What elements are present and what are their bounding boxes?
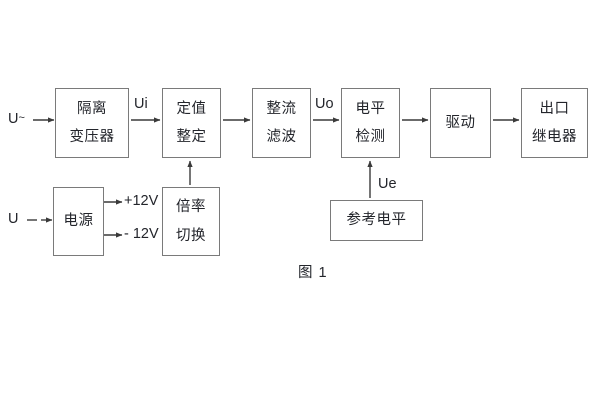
label-supply-negative: - 12V <box>124 226 159 242</box>
block-rectify-filter[interactable]: 整流 滤波 <box>252 88 311 158</box>
block-line: 出口 <box>539 100 570 117</box>
label-supply-positive: +12V <box>124 193 159 209</box>
block-line: 隔离 <box>77 100 107 117</box>
block-drive[interactable]: 驱动 <box>430 88 491 158</box>
block-line: 参考电平 <box>346 212 407 229</box>
label-input-ac: U~ <box>8 112 25 127</box>
block-line: 切换 <box>176 227 206 244</box>
figure-caption: 图 1 <box>298 265 328 281</box>
label-ue: Ue <box>378 176 397 192</box>
block-line: 检测 <box>355 129 386 145</box>
block-line: 驱动 <box>445 114 476 131</box>
block-level-detection[interactable]: 电平 检测 <box>341 88 400 158</box>
block-line: 滤波 <box>266 129 297 145</box>
block-setting-value[interactable]: 定值 整定 <box>162 88 221 158</box>
label-ui: Ui <box>134 96 148 112</box>
block-isolation-transformer[interactable]: 隔离 变压器 <box>55 88 129 158</box>
label-uo: Uo <box>315 96 334 112</box>
block-line: 电源 <box>63 213 94 230</box>
block-multiplier-switch[interactable]: 倍率 切换 <box>162 187 220 256</box>
label-input-ac-mark: ~ <box>18 112 25 124</box>
block-line: 定值 <box>176 100 207 117</box>
block-line: 整定 <box>176 129 207 145</box>
block-reference-level[interactable]: 参考电平 <box>330 200 423 241</box>
block-line: 倍率 <box>176 199 206 215</box>
block-line: 电平 <box>355 100 386 117</box>
block-line: 继电器 <box>532 129 577 145</box>
block-line: 变压器 <box>69 129 115 145</box>
block-line: 整流 <box>266 100 297 117</box>
label-input-ac-text: U <box>8 111 19 127</box>
label-input-dc: U <box>8 211 19 227</box>
block-power-supply[interactable]: 电源 <box>53 187 104 256</box>
block-output-relay[interactable]: 出口 继电器 <box>521 88 588 158</box>
